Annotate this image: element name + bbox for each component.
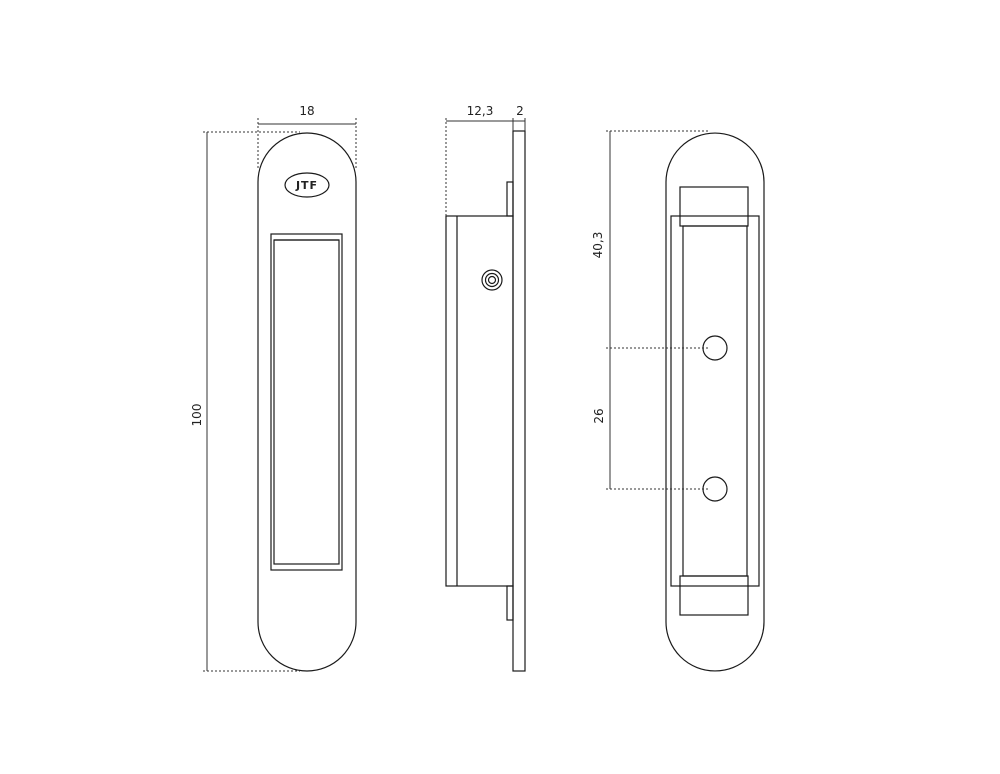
back-plate-outline [665, 132, 765, 672]
front-recess-inner [273, 239, 340, 565]
front-dimensions [203, 118, 357, 672]
side-screw-outer [481, 269, 503, 291]
back-tab-top [679, 186, 749, 227]
side-view [445, 130, 526, 672]
front-plate-outline [257, 132, 357, 672]
side-face-plate [512, 130, 526, 672]
side-screw-mid [484, 272, 500, 288]
dim-height-label: 100 [190, 404, 204, 427]
side-screw-inner [487, 275, 497, 285]
dim-top-hole-label: 40,3 [591, 232, 605, 259]
front-view [257, 132, 357, 672]
back-housing-inner [682, 225, 748, 577]
back-view [665, 132, 765, 672]
dim-hole-spacing-label: 26 [592, 408, 606, 423]
dim-plate-label: 2 [516, 104, 524, 118]
side-flange-bottom [506, 585, 514, 621]
side-housing [445, 215, 514, 587]
front-recess-outer [270, 233, 343, 571]
dim-depth-label: 12,3 [467, 104, 494, 118]
side-dimensions [445, 118, 526, 216]
side-flange-top [506, 181, 514, 217]
back-dimensions [606, 130, 708, 490]
logo-text: JTF [295, 179, 318, 192]
dim-width-label: 18 [299, 104, 314, 118]
back-housing-outer [670, 215, 760, 587]
logo-oval [284, 172, 330, 198]
back-tab-bottom [679, 575, 749, 616]
